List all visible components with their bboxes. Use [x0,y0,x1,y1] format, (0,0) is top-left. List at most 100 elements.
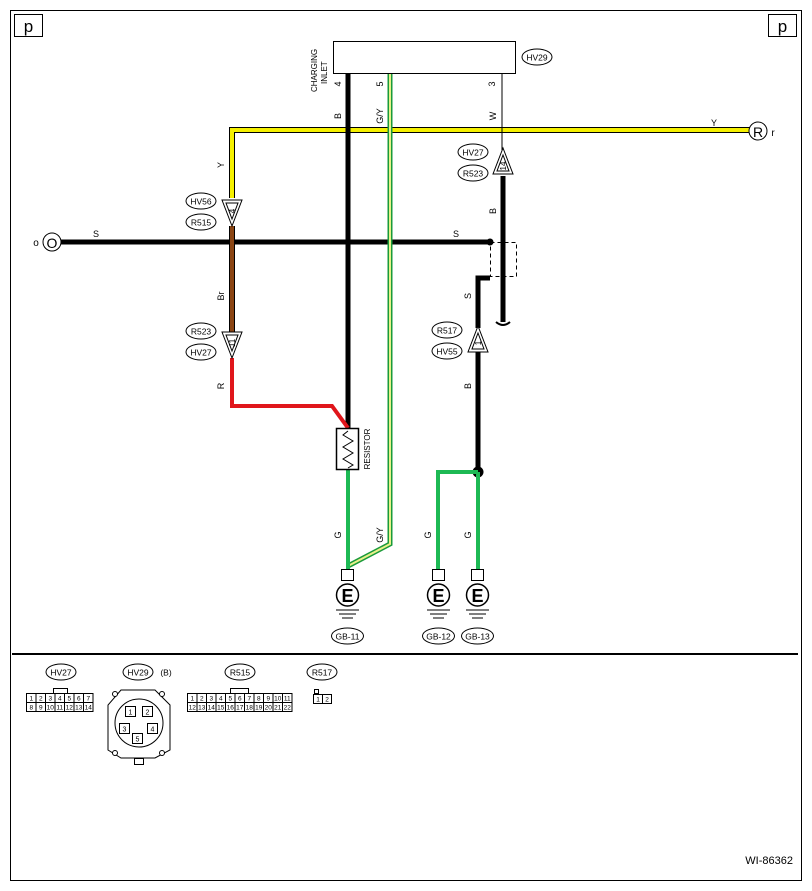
connector-pin-cell: 9 [263,693,274,703]
svg-text:22: 22 [284,705,292,712]
dashed-shield [490,242,517,277]
connector-pin-cell: 6 [73,693,84,703]
ground-gb-11-label: GB-11 [336,632,360,642]
svg-text:20: 20 [265,705,273,712]
junction-pin-1: 1 [474,340,483,345]
svg-text:10: 10 [47,705,55,712]
svg-text:1: 1 [190,696,194,703]
svg-text:9: 9 [39,705,43,712]
junction-r515-text: R515 [191,218,212,228]
wire-label-y-left: Y [216,162,226,168]
ground-gb-11: E GB-11 [331,569,364,645]
connector-pin-cell: 15 [215,702,226,712]
wire-label-r: R [216,382,226,389]
svg-text:10: 10 [274,696,282,703]
svg-text:4: 4 [151,727,155,734]
svg-text:16: 16 [227,705,235,712]
connector-pin-cell: 14 [206,702,217,712]
junction-hv27-text: HV27 [190,348,212,358]
connector-pin-cell: 9 [35,702,46,712]
connector-pin-cell: 6 [234,693,245,703]
connector-pin-cell: 5 [225,693,236,703]
charging-inlet-box [333,41,516,74]
svg-text:3: 3 [123,727,127,734]
wire-label-gy-top: G/Y [375,108,385,124]
connector-pin-cell: 1 [187,693,198,703]
junction-hv55-text: HV55 [436,347,458,357]
svg-text:5: 5 [136,737,140,744]
charging-inlet-title-2: INLET [320,61,329,84]
charging-inlet-title-1: CHARGING [310,49,319,92]
wire-label-gy-bottom: G/Y [375,527,385,543]
svg-text:17: 17 [236,705,244,712]
svg-text:14: 14 [85,705,93,712]
offpage-ref-o: o [33,238,39,249]
resistor: RESISTOR [335,427,372,471]
connector-pin-cell: 21 [272,702,283,712]
junction-r523-hv27-mid: 11 R523 HV27 [185,322,243,361]
ground-e-symbol: E [471,586,483,606]
hv29-pin-5: 5 [132,733,143,744]
wire-label-br: Br [216,291,226,300]
wire-label-g-gb13: G [463,531,473,538]
junction-r517-hv55: 1 R517 HV55 [431,321,489,360]
legend-r517-label: R517 [312,668,333,678]
junction-hv56-r515: 4 HV56 R515 [185,192,243,231]
red-wire [230,358,350,430]
connector-pin-cell: 22 [282,702,293,712]
svg-text:5: 5 [228,696,232,703]
green-wire-gb12 [436,470,478,570]
legend-hv27-label: HV27 [50,668,72,678]
resistor-label: RESISTOR [363,428,372,469]
corner-mark-left: p [14,14,43,37]
hv29-pin-2: 2 [142,706,153,717]
svg-text:8: 8 [257,696,261,703]
connector-pin-cell: 1 [26,693,37,703]
svg-text:19: 19 [255,705,263,712]
wire-label-b-top: B [333,113,343,119]
connector-pin-cell: 13 [73,702,84,712]
wire-label-g-left: G [333,531,343,538]
connector-pin-cell: 17 [234,702,245,712]
connector-pin-cell: 20 [263,702,274,712]
svg-text:9: 9 [266,696,270,703]
ground-gb-12-label: GB-12 [426,632,451,642]
yellow-wire-outline [229,127,502,198]
junction-pin-14: 14 [499,161,508,170]
wire-break-mark [495,321,511,326]
svg-text:4: 4 [58,696,62,703]
gy-wire-outline [346,74,393,569]
junction-r517-text: R517 [437,326,458,336]
hv29-pin-3: 3 [119,723,130,734]
svg-text:12: 12 [189,705,197,712]
connector-pin-cell: 5 [64,693,75,703]
hv29-tag [521,48,553,66]
connector-pin-cell: 8 [253,693,264,703]
svg-text:3: 3 [48,696,52,703]
offpage-connector-o [42,232,62,252]
svg-text:3: 3 [209,696,213,703]
inlet-pin-3: 3 [487,81,497,86]
hv29-pin-4: 4 [147,723,158,734]
junction-r523-text: R523 [191,327,212,337]
page-border [10,10,802,881]
svg-text:1: 1 [129,710,133,717]
wire-label-b-right: B [488,208,498,214]
svg-text:11: 11 [56,705,63,712]
wire-label-g-gb12: G [423,531,433,538]
svg-text:2: 2 [39,696,43,703]
svg-text:21: 21 [274,705,282,712]
svg-text:12: 12 [66,705,74,712]
gy-wire [347,74,391,567]
wire-label-y-right: Y [711,118,717,128]
connector-pin-cell: 16 [225,702,236,712]
connector-pin-cell: 7 [244,693,255,703]
connector-pin-cell: 4 [54,693,65,703]
